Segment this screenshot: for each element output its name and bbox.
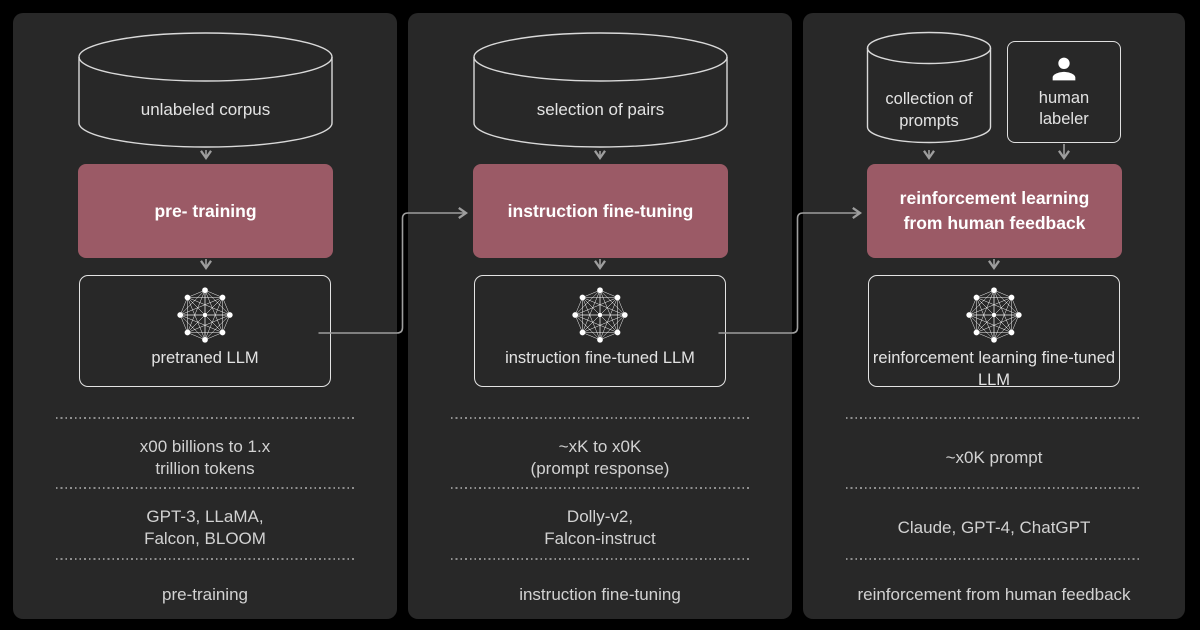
panel-pretraining: unlabeled corpus pre- training pretraned… <box>13 13 397 619</box>
human-labeler-card: human labeler <box>1007 41 1121 143</box>
panel-footer-label: pre-training <box>162 585 248 604</box>
stage-box-instruction-finetuning: instruction fine-tuning <box>473 164 728 258</box>
llm-label: pretraned LLM <box>151 349 259 367</box>
dotted-divider <box>451 558 749 560</box>
network-graph-icon <box>569 284 631 346</box>
llm-label: instruction fine-tuned LLM <box>505 349 695 367</box>
dotted-divider <box>56 487 354 489</box>
llm-box-pretrained: pretraned LLM <box>79 275 331 387</box>
stage-label: pre- training <box>154 200 257 221</box>
stat-token-count: x00 billions to 1.x trillion tokens <box>139 437 271 478</box>
database-cylinder-icon: selection of pairs <box>472 31 729 149</box>
llm-label: reinforcement learning fine-tuned LLM <box>872 349 1116 389</box>
stat-example-models: Dolly-v2, Falcon-instruct <box>544 507 656 548</box>
stage-box-pretraining: pre- training <box>78 164 333 258</box>
source-label: selection of pairs <box>536 100 665 120</box>
dotted-divider <box>56 558 354 560</box>
panel-footer-label: reinforcement from human feedback <box>857 585 1131 604</box>
source-label: unlabeled corpus <box>140 100 271 120</box>
dotted-divider <box>451 487 749 489</box>
database-cylinder-icon: collection of prompts <box>866 31 992 149</box>
panel-instruction-finetuning: selection of pairs instruction fine-tuni… <box>408 13 792 619</box>
person-icon <box>1047 52 1081 86</box>
stage-label: instruction fine-tuning <box>507 200 694 221</box>
dotted-divider <box>56 417 354 419</box>
stat-prompt-count: ~x0K prompt <box>945 448 1043 467</box>
stage-box-rlhf: reinforcement learning from human feedba… <box>867 164 1122 258</box>
dotted-divider <box>846 487 1142 489</box>
network-graph-icon <box>963 284 1025 346</box>
llm-box-rl-finetuned: reinforcement learning fine-tuned LLM <box>868 275 1120 389</box>
network-graph-icon <box>174 284 236 346</box>
stat-pair-count: ~xK to x0K (prompt response) <box>530 437 670 478</box>
stat-example-models: Claude, GPT-4, ChatGPT <box>897 518 1091 537</box>
panel-footer-label: instruction fine-tuning <box>519 585 681 604</box>
llm-box-instruction-finetuned: instruction fine-tuned LLM <box>474 275 726 387</box>
dotted-divider <box>846 417 1142 419</box>
dotted-divider <box>451 417 749 419</box>
stage-label: reinforcement learning from human feedba… <box>899 188 1090 233</box>
labeler-label: human labeler <box>1038 89 1090 128</box>
panel-rlhf: collection of prompts human labeler rein… <box>803 13 1185 619</box>
dotted-divider <box>846 558 1142 560</box>
source-label: collection of prompts <box>885 90 973 131</box>
stat-example-models: GPT-3, LLaMA, Falcon, BLOOM <box>144 507 266 548</box>
database-cylinder-icon: unlabeled corpus <box>77 31 334 149</box>
